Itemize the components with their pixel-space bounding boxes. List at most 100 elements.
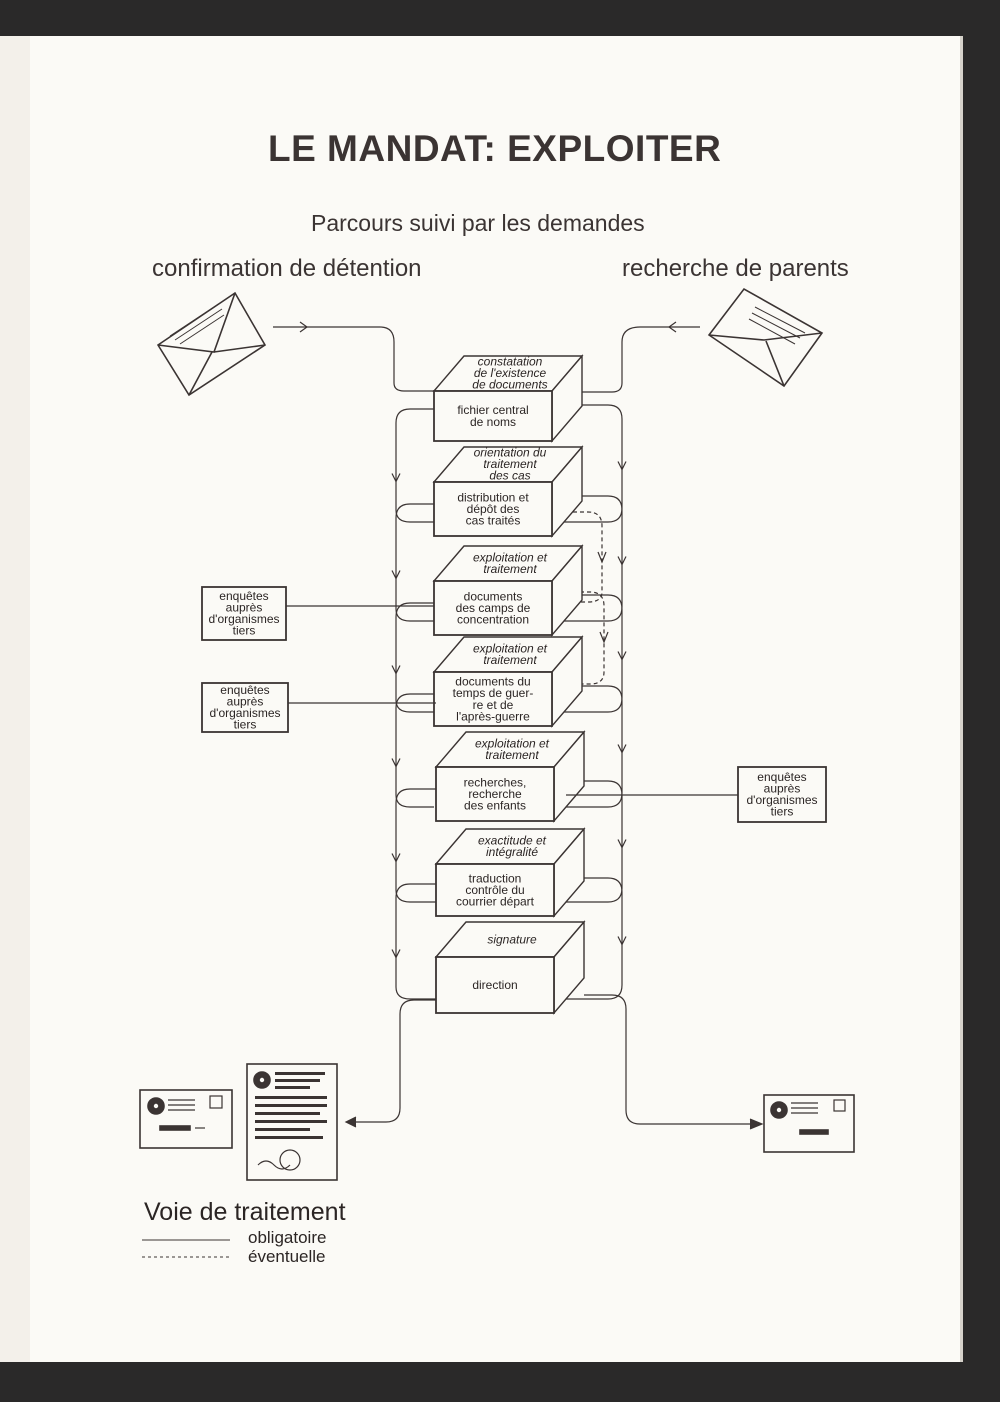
step-front-label: fichier central xyxy=(457,403,528,417)
envelope-icon-left xyxy=(156,291,267,397)
mandatory-route xyxy=(566,877,623,1000)
inquiry-box-label: auprès xyxy=(226,601,263,615)
step-front-label: recherche xyxy=(468,787,522,801)
mandatory-route xyxy=(564,495,623,622)
mandatory-route xyxy=(617,556,627,566)
step-top-label: traitement xyxy=(483,457,537,471)
mandatory-route xyxy=(582,326,700,393)
step-front-label: traduction xyxy=(469,871,522,885)
step-front-label: direction xyxy=(472,978,517,992)
right-column-heading: recherche de parents xyxy=(622,255,849,282)
mandatory-route xyxy=(391,473,401,483)
box-front-face xyxy=(433,580,553,636)
step-front-label: documents xyxy=(464,589,523,603)
mandatory-route xyxy=(599,631,609,644)
process-step-box: signature direction xyxy=(434,920,586,1015)
mandatory-route xyxy=(391,758,401,768)
step-top-label: signature xyxy=(487,933,537,947)
mandatory-route xyxy=(395,408,434,523)
step-front-label: courrier départ xyxy=(456,895,535,909)
mandatory-route xyxy=(395,788,436,903)
inquiry-box-label: enquêtes xyxy=(220,683,269,697)
step-front-label: recherches, xyxy=(464,775,527,789)
box-front-face xyxy=(435,956,555,1014)
inquiry-box-frame xyxy=(201,586,287,641)
step-front-label: des camps de xyxy=(456,601,531,615)
step-top-label: de documents xyxy=(472,378,547,392)
mandatory-route xyxy=(617,651,627,661)
mandatory-route xyxy=(597,551,607,564)
inquiry-box-label: enquêtes xyxy=(757,770,806,784)
mandatory-route xyxy=(391,949,401,959)
step-front-label: temps de guer- xyxy=(453,686,534,700)
step-top-label: intégralité xyxy=(486,845,538,859)
step-top-label: constatation xyxy=(478,355,543,369)
step-top-label: de l'existence xyxy=(474,366,547,380)
mandatory-route xyxy=(564,594,623,713)
inquiry-box-label: d'organismes xyxy=(209,612,280,626)
page-edge xyxy=(0,36,30,1362)
step-top-label: exploitation et xyxy=(473,551,548,565)
envelope-icon-right xyxy=(707,287,824,388)
step-front-label: re et de xyxy=(473,698,514,712)
legend-mandatory-label: obligatoire xyxy=(248,1228,327,1247)
legend-title: Voie de traitement xyxy=(144,1198,346,1226)
mandatory-route xyxy=(391,570,401,580)
mandatory-route xyxy=(354,999,436,1123)
box-front-face xyxy=(433,671,553,727)
step-top-label: exploitation et xyxy=(475,737,550,751)
step-top-label: exactitude et xyxy=(478,834,547,848)
arrow-head-icon xyxy=(344,1116,357,1128)
optional-route xyxy=(566,511,603,603)
legend-optional-label: éventuelle xyxy=(248,1247,326,1266)
inquiry-box-label: auprès xyxy=(227,695,264,709)
mandatory-route xyxy=(566,780,623,903)
page-title: LE MANDAT: EXPLOITER xyxy=(268,128,722,169)
inquiry-box-label: d'organismes xyxy=(210,706,281,720)
mandatory-route xyxy=(584,994,752,1125)
mandatory-route xyxy=(395,602,434,713)
step-front-label: des enfants xyxy=(464,799,526,813)
mandatory-route xyxy=(395,503,434,622)
optional-route xyxy=(566,591,605,685)
inquiry-box-label: enquêtes xyxy=(219,589,268,603)
mandatory-route xyxy=(564,404,623,523)
step-front-label: documents du xyxy=(455,675,530,689)
mandatory-route xyxy=(273,326,434,392)
mandatory-route xyxy=(395,693,434,808)
inquiry-box-label: auprès xyxy=(764,782,801,796)
step-front-label: contrôle du xyxy=(465,883,524,897)
step-top-label: orientation du xyxy=(474,446,547,460)
mandatory-route xyxy=(617,839,627,849)
step-front-label: cas traités xyxy=(466,514,521,528)
mandatory-route xyxy=(299,321,309,333)
box-front-face xyxy=(433,390,553,442)
step-top-label: traitement xyxy=(483,562,537,576)
mandatory-route xyxy=(391,665,401,675)
postcard-icon-left xyxy=(139,1089,233,1149)
step-front-label: concentration xyxy=(457,613,529,627)
step-top-label: traitement xyxy=(485,748,539,762)
subtitle: Parcours suivi par les demandes xyxy=(311,210,645,236)
mandatory-route xyxy=(395,883,436,1000)
mandatory-route xyxy=(617,936,627,946)
mandatory-route xyxy=(617,744,627,754)
step-front-label: distribution et xyxy=(457,490,529,504)
step-top-label: traitement xyxy=(483,653,537,667)
inquiry-box-frame xyxy=(201,682,289,733)
inquiry-box-label: tiers xyxy=(234,718,257,732)
step-top-label: des cas xyxy=(489,469,530,483)
left-column-heading: confirmation de détention xyxy=(152,255,422,282)
mandatory-route xyxy=(617,461,627,471)
certificate-document-icon xyxy=(246,1063,338,1181)
step-top-label: exploitation et xyxy=(473,642,548,656)
box-front-face xyxy=(433,481,553,537)
step-front-label: de noms xyxy=(470,415,516,429)
